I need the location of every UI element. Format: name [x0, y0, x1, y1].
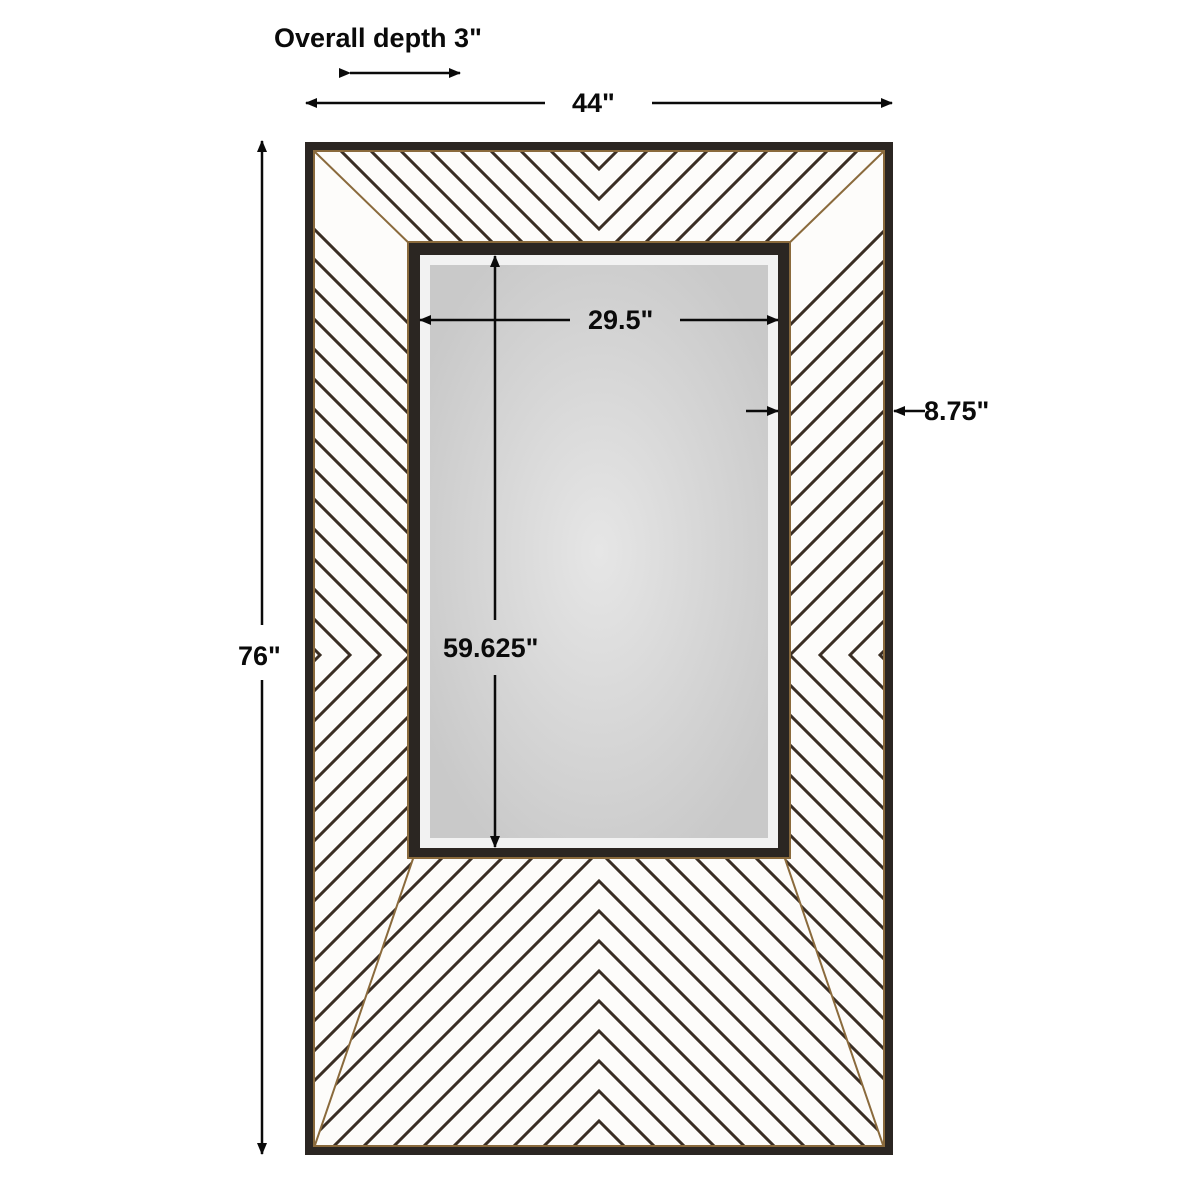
overall-height-label: 76"	[238, 641, 281, 671]
frame-border-label: 8.75"	[924, 396, 990, 426]
overall-width-label: 44"	[572, 88, 615, 118]
overall-depth-label: Overall depth 3"	[274, 23, 482, 53]
miter-seams	[314, 151, 884, 1146]
mirror-height-label: 59.625"	[443, 633, 539, 663]
mirror-width-label: 29.5"	[588, 305, 654, 335]
